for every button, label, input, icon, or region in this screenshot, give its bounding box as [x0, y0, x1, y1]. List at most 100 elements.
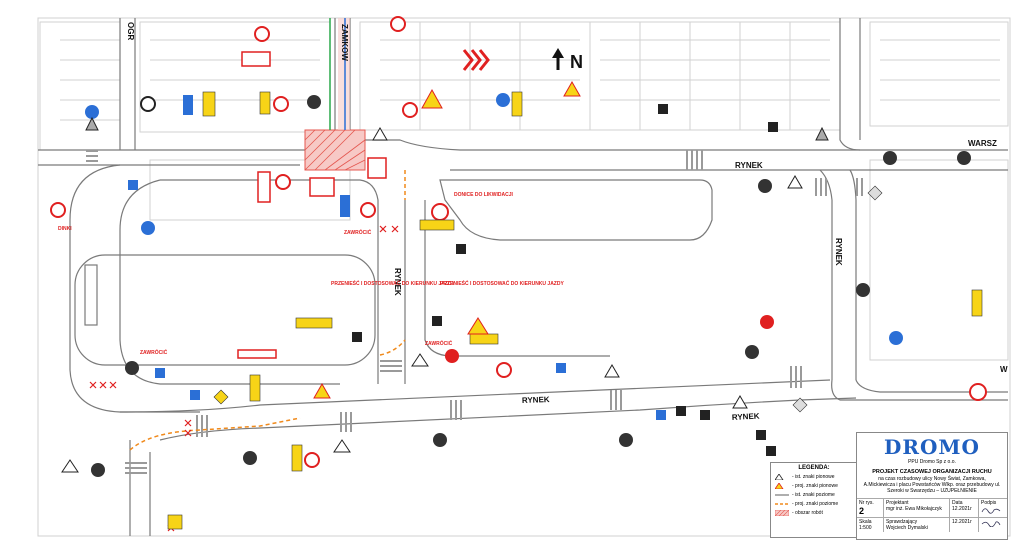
sign-yellow-icon	[249, 374, 261, 402]
legend-item-label: - ist. znaki pionowe	[792, 474, 835, 480]
existing-horizontal-marking-icon	[775, 494, 789, 496]
sign-yellow-icon	[259, 91, 271, 115]
street-labels: OGR ZAMKOW WARSZ RYNEK RYNEK RYNEK RYNEK…	[126, 22, 1008, 422]
annotation-notes: DONICE DO LIKWIDACJI PRZENIEŚĆ I DOSTOSO…	[58, 192, 564, 356]
company-logo: DROMO	[884, 435, 980, 459]
barrier-icon	[257, 171, 271, 203]
triangle-sign-icon	[85, 116, 99, 131]
triangle-sign-icon	[372, 127, 388, 141]
sign-yellow-icon	[469, 333, 499, 345]
sign-prohibition-icon	[254, 26, 270, 42]
signature-icon	[981, 521, 1001, 528]
triangle-sign-icon	[815, 126, 829, 141]
sign-dark-round-icon	[307, 95, 321, 109]
sign-dark-round-icon	[957, 151, 971, 165]
sign-yellow-icon	[202, 91, 216, 117]
sign-yellow-icon	[511, 91, 523, 117]
sign-prohibition-icon	[140, 96, 156, 112]
street-label-zamkowa: ZAMKOW	[340, 24, 349, 61]
priority-diamond-icon	[867, 185, 883, 201]
sign-yellow-icon	[295, 317, 333, 329]
chevron-icon	[462, 49, 490, 71]
street-label-rynek-mid: RYNEK	[393, 268, 402, 296]
note-zawrocic-3: ZAWRÓCIĆ	[425, 339, 453, 347]
warning-triangle-icon	[421, 88, 443, 109]
designer-label: Projektant	[886, 500, 909, 506]
sign-prohibition-icon	[275, 174, 291, 190]
sign-blue-square-icon	[155, 368, 165, 378]
sheet-frame	[37, 17, 1011, 537]
legend-item-label: - proj. znaki poziome	[792, 501, 839, 507]
sign-blue-square-icon	[556, 363, 566, 373]
warning-triangle-icon	[313, 382, 331, 399]
north-arrow: N	[552, 48, 583, 72]
date-value: 12.2021r	[952, 506, 972, 512]
pedestrian-crossings	[86, 150, 863, 474]
sign-blue-square-icon	[190, 390, 200, 400]
projected-markings	[129, 170, 406, 451]
triangle-sign-icon	[787, 175, 803, 189]
legend-title: LEGENDA:	[798, 465, 830, 471]
sign-blue-round-icon	[496, 93, 510, 107]
street-label-edge: W	[1000, 365, 1008, 374]
sign-prohibition-icon	[431, 203, 449, 221]
legend-panel: LEGENDA: - ist. znaki pionowe - proj. zn…	[770, 462, 858, 538]
title-block-table: Nr rys. 2 Projektant mgr inż. Ewa Mikoła…	[857, 498, 1007, 532]
sign-info-square-icon	[432, 316, 442, 326]
sign-dark-round-icon	[883, 151, 897, 165]
sign-yellow-icon	[419, 219, 455, 231]
sign-dark-round-icon	[91, 463, 105, 477]
legend-item: - ist. znaki pionowe	[775, 474, 853, 480]
sign-info-square-icon	[766, 446, 776, 456]
traffic-signs	[50, 16, 987, 530]
sign-info-square-icon	[352, 332, 362, 342]
scale-value: 1:500	[859, 525, 872, 531]
legend-item: - proj. znaki pionowe	[775, 483, 853, 489]
sign-info-square-icon	[756, 430, 766, 440]
triangle-sign-icon	[604, 364, 620, 378]
sign-blue-square-icon	[656, 410, 666, 420]
legend-item: - obszar robót	[775, 510, 853, 516]
legend-item-label: - proj. znaki pionowe	[792, 483, 838, 489]
sign-dark-round-icon	[243, 451, 257, 465]
note-dinki: DINKI	[58, 226, 72, 232]
sign-dark-round-icon	[758, 179, 772, 193]
date-value-2: 12.2021r	[952, 519, 972, 525]
triangle-sign-icon	[732, 395, 748, 409]
sign-blue-round-icon	[85, 105, 99, 119]
sheet-number-label: Nr rys.	[859, 500, 874, 506]
barrier-icon	[367, 157, 387, 179]
sign-prohibition-icon	[496, 362, 512, 378]
project-description: na czas rozbudowy ulicy Nowy Świat, Zamk…	[863, 476, 1001, 494]
note-zawrocic-2: ZAWRÓCIĆ	[344, 228, 372, 236]
sign-blue-square-icon	[128, 180, 138, 190]
legend-item: - ist. znaki poziome	[775, 492, 853, 498]
sign-dark-round-icon	[433, 433, 447, 447]
projected-vertical-sign-icon	[775, 483, 784, 489]
north-label: N	[570, 52, 583, 72]
existing-vertical-sign-icon	[775, 474, 784, 480]
legend-item: - proj. znaki poziome	[775, 501, 853, 507]
sign-blue-round-icon	[141, 221, 155, 235]
sign-prohibition-icon	[50, 202, 66, 218]
sign-prohibition-icon	[304, 452, 320, 468]
warning-triangle-icon	[467, 317, 489, 335]
work-area-icon	[775, 510, 789, 516]
note-zawrocic: ZAWRÓCIĆ	[140, 348, 168, 356]
building-outlines	[39, 21, 1009, 361]
sign-prohibition-icon	[760, 315, 774, 329]
speed-limit-icon	[969, 383, 987, 401]
sheet-number: 2	[859, 506, 865, 516]
sign-prohibition-icon	[402, 102, 418, 118]
checker-label: Sprawdzający	[886, 519, 918, 525]
barrier-icon	[241, 51, 271, 67]
signature-label: Podpis	[981, 500, 997, 506]
sign-dark-round-icon	[125, 361, 139, 375]
sign-info-square-icon	[456, 244, 466, 254]
sign-prohibition-icon	[445, 349, 459, 363]
sign-info-square-icon	[676, 406, 686, 416]
checker-name: Wojciech Dymalski	[886, 525, 928, 531]
sign-blue-square-icon	[183, 95, 193, 115]
sign-yellow-icon	[167, 514, 183, 530]
